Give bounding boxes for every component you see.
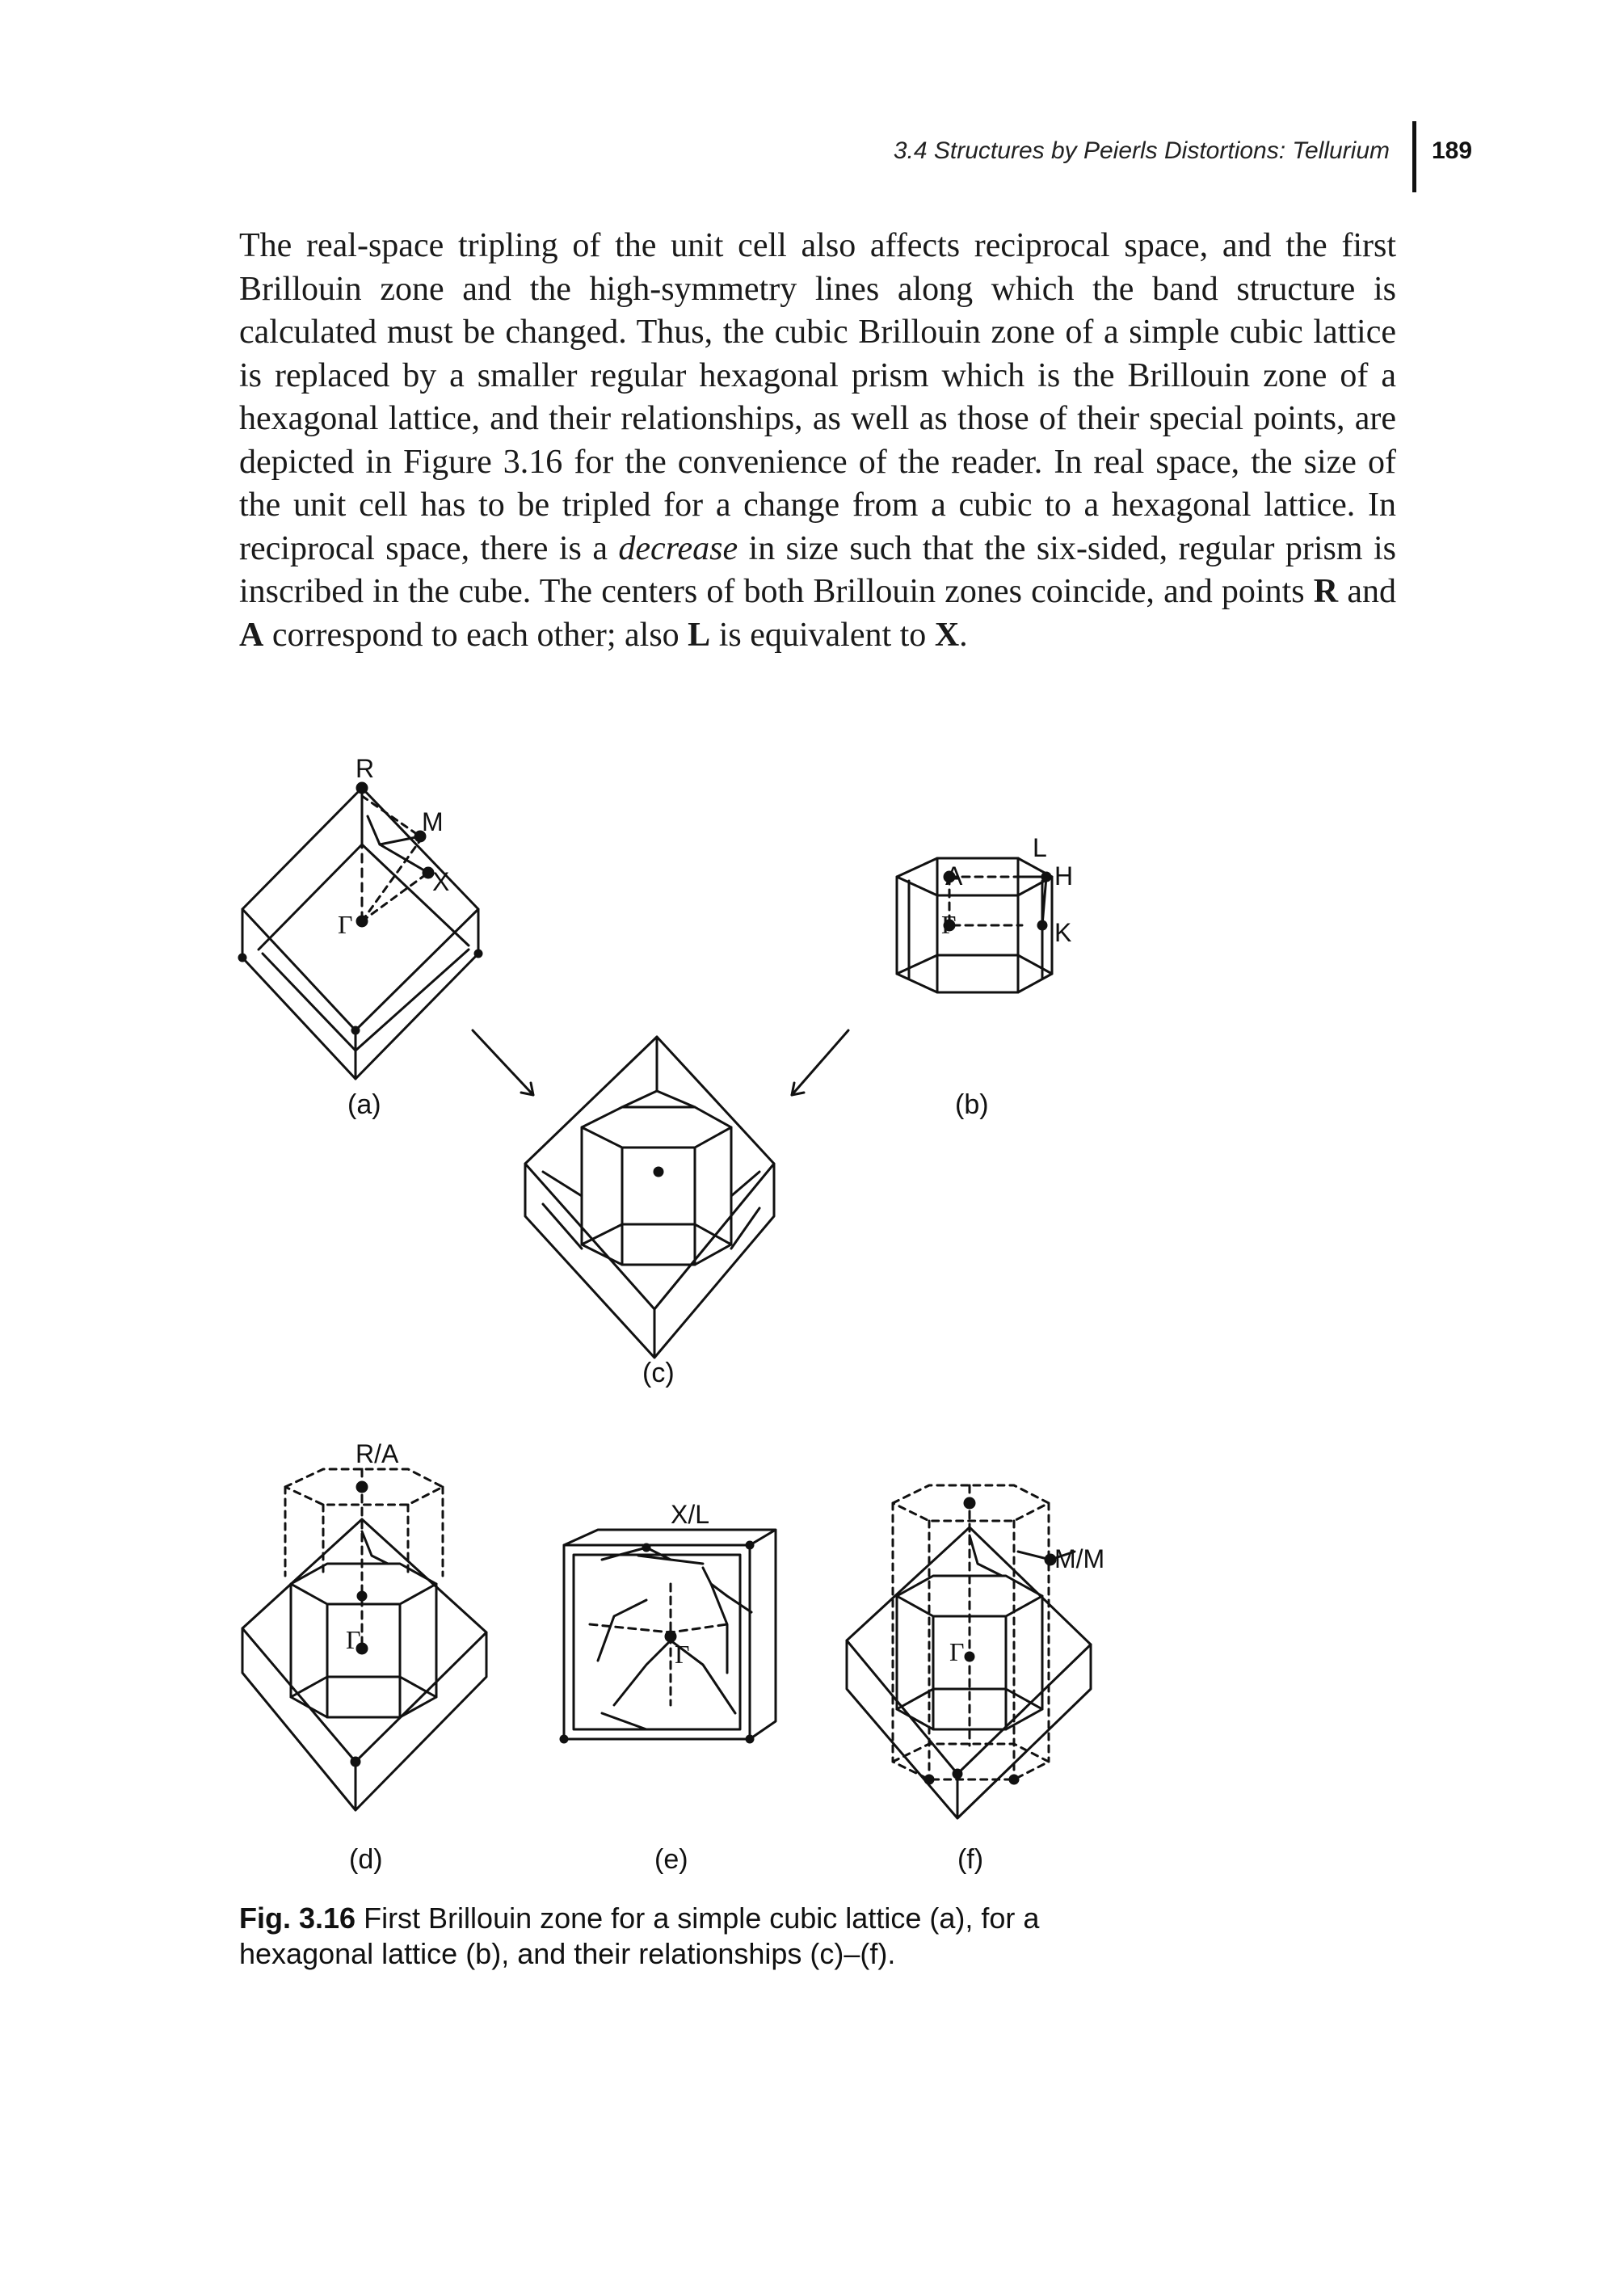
label-r: R (356, 754, 374, 783)
figure-number: Fig. 3.16 (239, 1901, 356, 1935)
paragraph-text: The real-space tripling of the unit cell… (239, 227, 1396, 567)
caption-text: First Brillouin zone for a simple cubic … (239, 1901, 1040, 1970)
label-x-l: X/L (671, 1500, 709, 1529)
label-gamma-b: Γ (941, 910, 957, 939)
equiv-text: is equivalent to (710, 616, 935, 654)
body-paragraph: The real-space tripling of the unit cell… (239, 225, 1396, 657)
figure-caption: Fig. 3.16 First Brillouin zone for a sim… (239, 1901, 1168, 1972)
end-period: . (959, 616, 968, 654)
panel-label-e: (e) (654, 1844, 688, 1875)
label-k: K (1054, 918, 1071, 947)
page-number: 189 (1432, 137, 1473, 164)
label-gamma-d: Γ (346, 1625, 361, 1654)
paragraph-text-3: correspond to each other; also (263, 616, 688, 654)
label-m-m: M/M (1054, 1544, 1104, 1573)
emphasis-decrease: decrease (618, 529, 738, 567)
label-gamma-a: Γ (338, 910, 353, 939)
running-head: 3.4 Structures by Peierls Distortions: T… (893, 137, 1390, 164)
arrows-to-panel-c (471, 1029, 850, 1097)
panel-label-b: (b) (955, 1089, 989, 1120)
panel-d-diagram (241, 1468, 488, 1812)
and-text: and (1338, 573, 1396, 610)
point-x-bold: X (934, 616, 960, 654)
panel-label-a: (a) (347, 1089, 381, 1120)
point-r-bold: R (1313, 573, 1339, 610)
label-r-a: R/A (356, 1439, 399, 1468)
panel-e-diagram (559, 1528, 777, 1744)
panel-a-cube-diagram (238, 781, 483, 1080)
label-l: L (1033, 833, 1047, 862)
label-m: M (422, 807, 444, 836)
panel-c-inscribed-diagram (524, 1035, 776, 1359)
label-h: H (1054, 861, 1073, 891)
panel-label-f: (f) (957, 1844, 983, 1875)
label-gamma-e: Γ (675, 1640, 690, 1669)
panel-f-diagram (845, 1484, 1092, 1820)
label-x: X (432, 867, 449, 896)
point-l-bold: L (688, 616, 711, 654)
point-a-bold: A (239, 616, 264, 654)
panel-b-hexagonal-prism-diagram (895, 857, 1054, 994)
panel-label-c: (c) (642, 1358, 675, 1388)
panel-label-d: (d) (349, 1844, 383, 1875)
header-rule (1412, 121, 1416, 192)
paragraph-text-2: in size such that the six-sided, regular… (239, 529, 1396, 611)
label-gamma-f: Γ (949, 1637, 965, 1666)
label-a-point: A (945, 861, 963, 891)
